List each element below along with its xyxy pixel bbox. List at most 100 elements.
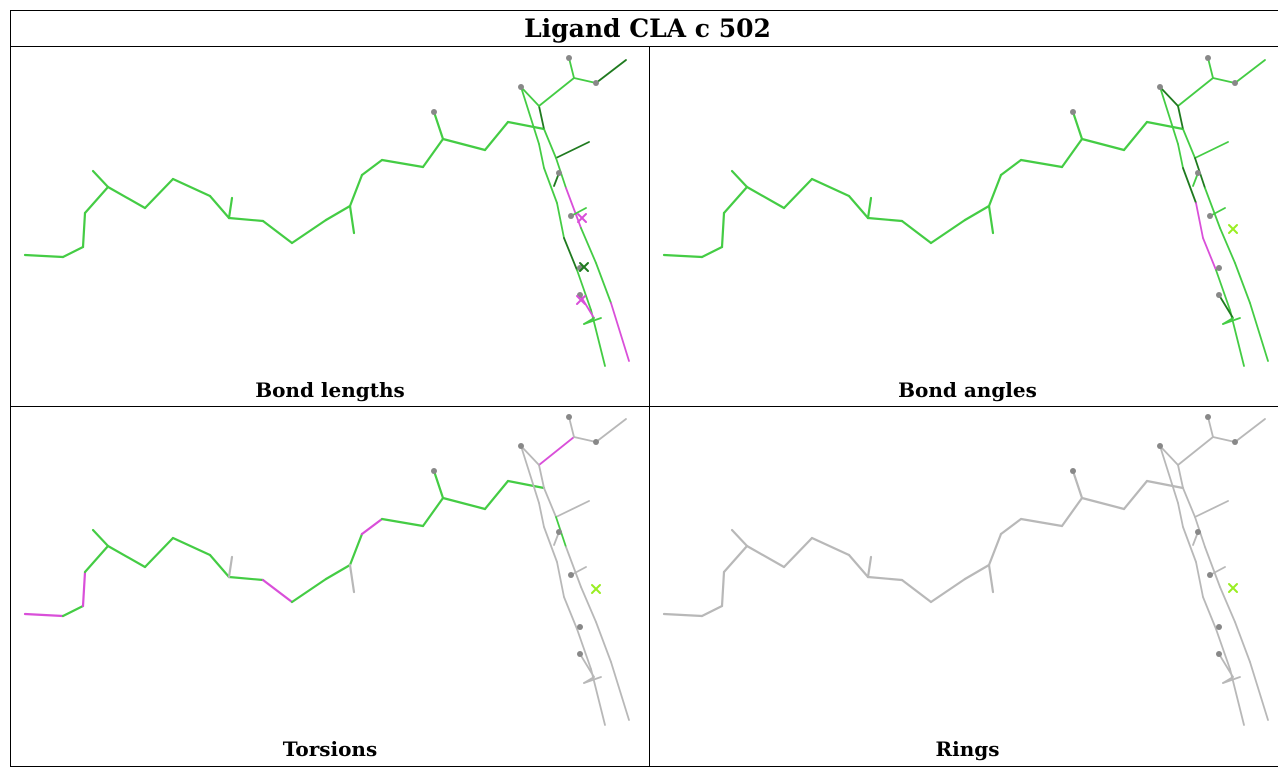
bond	[61, 604, 85, 618]
ligand-structure-bond-angles	[662, 55, 1269, 367]
bond	[261, 578, 294, 604]
bond	[290, 218, 328, 245]
bond	[1249, 302, 1269, 362]
bond	[565, 546, 582, 588]
bond	[543, 487, 557, 518]
bond	[1204, 187, 1221, 229]
bond	[1071, 110, 1084, 141]
bond	[1177, 77, 1214, 107]
bond	[1145, 479, 1185, 490]
panel-caption-bond-angles: Bond angles	[898, 378, 1037, 402]
bond	[700, 604, 724, 618]
bond	[1222, 317, 1241, 325]
atom	[1232, 439, 1238, 445]
bond	[1177, 464, 1184, 489]
bond	[261, 219, 294, 245]
atom	[1195, 170, 1201, 176]
bond	[1234, 59, 1266, 84]
bond	[1177, 105, 1184, 130]
atom	[577, 651, 583, 657]
bond	[324, 204, 352, 222]
bond	[106, 185, 147, 210]
bond	[700, 245, 724, 259]
bond	[520, 86, 540, 107]
bond	[568, 416, 575, 438]
bond	[583, 317, 602, 325]
marker	[1228, 224, 1238, 234]
bond	[1195, 561, 1204, 598]
bond	[866, 216, 904, 223]
bond	[987, 532, 1003, 567]
bond	[1202, 596, 1217, 630]
bond	[662, 253, 704, 259]
bond	[1122, 120, 1149, 152]
marker	[579, 262, 589, 272]
bond	[720, 211, 726, 249]
bond	[543, 128, 557, 159]
atom	[593, 80, 599, 86]
bond	[506, 120, 546, 131]
atom	[1216, 651, 1222, 657]
bond	[999, 158, 1023, 177]
ligand-structure-rings	[662, 414, 1269, 726]
bond	[290, 577, 328, 604]
atom	[566, 414, 572, 420]
bond	[360, 517, 384, 536]
atom	[518, 443, 524, 449]
bond	[810, 536, 851, 557]
bond	[568, 57, 575, 79]
atom	[1070, 468, 1076, 474]
bond	[720, 570, 726, 608]
bond	[595, 418, 627, 443]
bond	[866, 555, 873, 579]
bond	[610, 302, 630, 362]
bond	[595, 262, 612, 304]
bond	[555, 500, 590, 518]
bond	[1204, 546, 1221, 588]
bond	[580, 586, 597, 623]
bond	[1249, 661, 1269, 721]
bond	[348, 563, 356, 594]
bond	[106, 544, 147, 569]
atom	[1205, 55, 1211, 61]
atom	[1205, 414, 1211, 420]
bond	[1194, 141, 1229, 159]
bond	[595, 59, 627, 84]
atom	[1157, 443, 1163, 449]
bond	[83, 185, 110, 215]
bond	[573, 436, 597, 443]
bond	[432, 110, 445, 141]
bond	[348, 532, 364, 567]
bond	[421, 137, 445, 169]
atom	[518, 84, 524, 90]
bond	[866, 575, 904, 582]
bond	[573, 77, 597, 84]
bond	[1177, 502, 1184, 528]
bond	[987, 563, 995, 594]
bond	[171, 536, 212, 557]
bond	[1212, 77, 1236, 84]
bond	[1145, 120, 1185, 131]
panel-bond-angles: Bond angles	[650, 48, 1278, 406]
bond	[1218, 653, 1234, 678]
bond	[227, 196, 234, 220]
panel-caption-torsions: Torsions	[282, 737, 378, 761]
bond	[227, 216, 265, 223]
bond	[441, 137, 487, 152]
marker	[576, 295, 586, 305]
bond	[610, 661, 630, 721]
bond	[538, 77, 575, 107]
bond	[506, 479, 546, 490]
bond	[662, 612, 704, 618]
bond	[1159, 445, 1179, 504]
atom	[1216, 265, 1222, 271]
bond	[1195, 202, 1204, 239]
bond	[227, 575, 265, 582]
bond	[81, 570, 87, 608]
bond	[963, 204, 991, 222]
panel-bond-lengths: Bond lengths	[11, 48, 649, 406]
atom	[1195, 529, 1201, 535]
bond	[483, 479, 510, 511]
bond	[782, 177, 814, 210]
panel-caption-bond-lengths: Bond lengths	[255, 378, 405, 402]
